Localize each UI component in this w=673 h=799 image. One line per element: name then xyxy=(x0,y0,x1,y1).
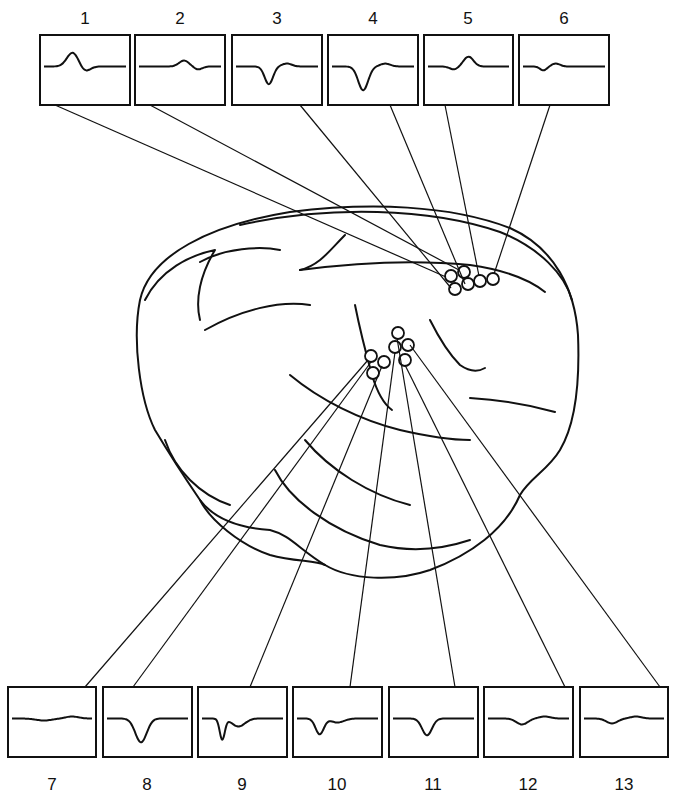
leader-line xyxy=(445,105,479,276)
leader-line xyxy=(397,338,455,687)
waveform-trace xyxy=(297,719,378,735)
recording-site xyxy=(378,356,390,368)
waveform-trace xyxy=(202,719,283,740)
leader-line xyxy=(133,362,371,687)
waveform-box xyxy=(103,687,192,757)
recording-site xyxy=(474,275,486,287)
leader-line xyxy=(494,105,550,274)
waveform-box xyxy=(389,687,478,757)
recording-site xyxy=(392,327,404,339)
waveform-box xyxy=(328,35,418,105)
leader-line xyxy=(405,365,565,687)
callout-number: 12 xyxy=(519,776,538,793)
callout-number: 2 xyxy=(175,10,184,27)
waveform-trace xyxy=(428,57,509,70)
recording-site xyxy=(445,270,457,282)
callout-number: 1 xyxy=(80,10,89,27)
waveform-trace xyxy=(236,64,318,85)
callout-number: 7 xyxy=(47,776,56,793)
waveform-box xyxy=(580,687,668,757)
brain-outline xyxy=(137,207,579,578)
callout-number: 5 xyxy=(463,10,472,27)
waveform-box xyxy=(484,687,573,757)
waveform-trace xyxy=(44,53,126,71)
waveform-box xyxy=(232,35,322,105)
waveform-trace xyxy=(393,719,474,736)
waveform-trace xyxy=(139,61,221,70)
recording-site xyxy=(487,273,499,285)
leader-line xyxy=(150,105,459,270)
leader-line xyxy=(85,360,368,687)
waveform-box xyxy=(198,687,287,757)
recording-site xyxy=(402,339,414,351)
callout-number: 9 xyxy=(237,776,246,793)
callout-number: 10 xyxy=(328,776,347,793)
callout-number: 8 xyxy=(142,776,151,793)
callout-number: 3 xyxy=(272,10,281,27)
waveform-trace xyxy=(12,717,92,721)
waveform-trace xyxy=(107,719,188,743)
callout-number: 4 xyxy=(368,10,377,27)
recording-site xyxy=(449,283,461,295)
callout-number: 13 xyxy=(615,776,634,793)
callout-number: 11 xyxy=(424,776,442,793)
waveform-trace xyxy=(523,64,605,71)
recording-site xyxy=(365,350,377,362)
leader-line xyxy=(350,352,395,687)
waveform-box xyxy=(424,35,513,105)
waveform-box xyxy=(40,35,130,105)
waveform-box xyxy=(519,35,609,105)
leader-line xyxy=(410,345,660,687)
leader-line xyxy=(250,366,382,687)
waveform-box xyxy=(8,687,96,757)
waveform-trace xyxy=(584,717,664,724)
waveform-trace xyxy=(332,64,414,91)
leader-line xyxy=(390,105,465,284)
callout-number: 6 xyxy=(559,10,568,27)
waveform-trace xyxy=(488,717,569,725)
waveform-box xyxy=(135,35,225,105)
leader-line xyxy=(55,105,446,277)
waveform-box xyxy=(293,687,382,757)
